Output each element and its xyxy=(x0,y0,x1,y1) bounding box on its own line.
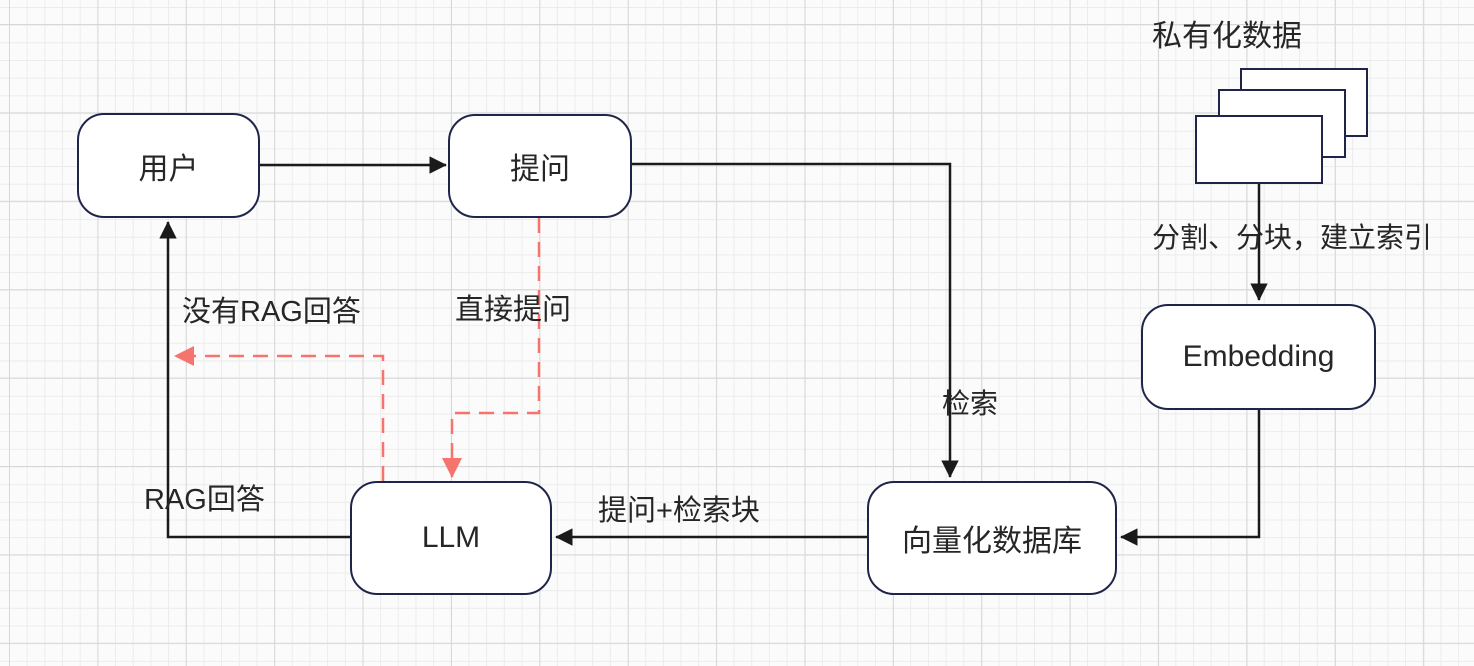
no-rag-answer-label: 没有RAG回答 xyxy=(182,296,361,328)
rag-answer-label: RAG回答 xyxy=(144,484,265,516)
split-chunk-index-label: 分割、分块，建立索引 xyxy=(1152,222,1433,253)
node-user: 用户 xyxy=(77,113,260,218)
node-embedding: Embedding xyxy=(1141,304,1376,410)
private-data-label: 私有化数据 xyxy=(1152,20,1302,53)
query-plus-chunks-label: 提问+检索块 xyxy=(598,495,760,527)
edge-question-to-llm-direct xyxy=(442,218,541,478)
node-question: 提问 xyxy=(448,114,632,218)
retrieve-label: 检索 xyxy=(942,388,999,419)
direct-question-label: 直接提问 xyxy=(455,294,572,326)
node-vector-database: 向量化数据库 xyxy=(867,481,1117,595)
edge-embedding-to-vectordb xyxy=(1120,410,1261,546)
private-data-doc-front xyxy=(1195,115,1323,184)
edge-llm-to-user-no-rag xyxy=(174,346,385,481)
node-llm: LLM xyxy=(350,481,552,595)
edge-llm-to-user-rag-answer xyxy=(159,221,350,539)
edge-question-to-vectordb-retrieve xyxy=(632,162,959,478)
